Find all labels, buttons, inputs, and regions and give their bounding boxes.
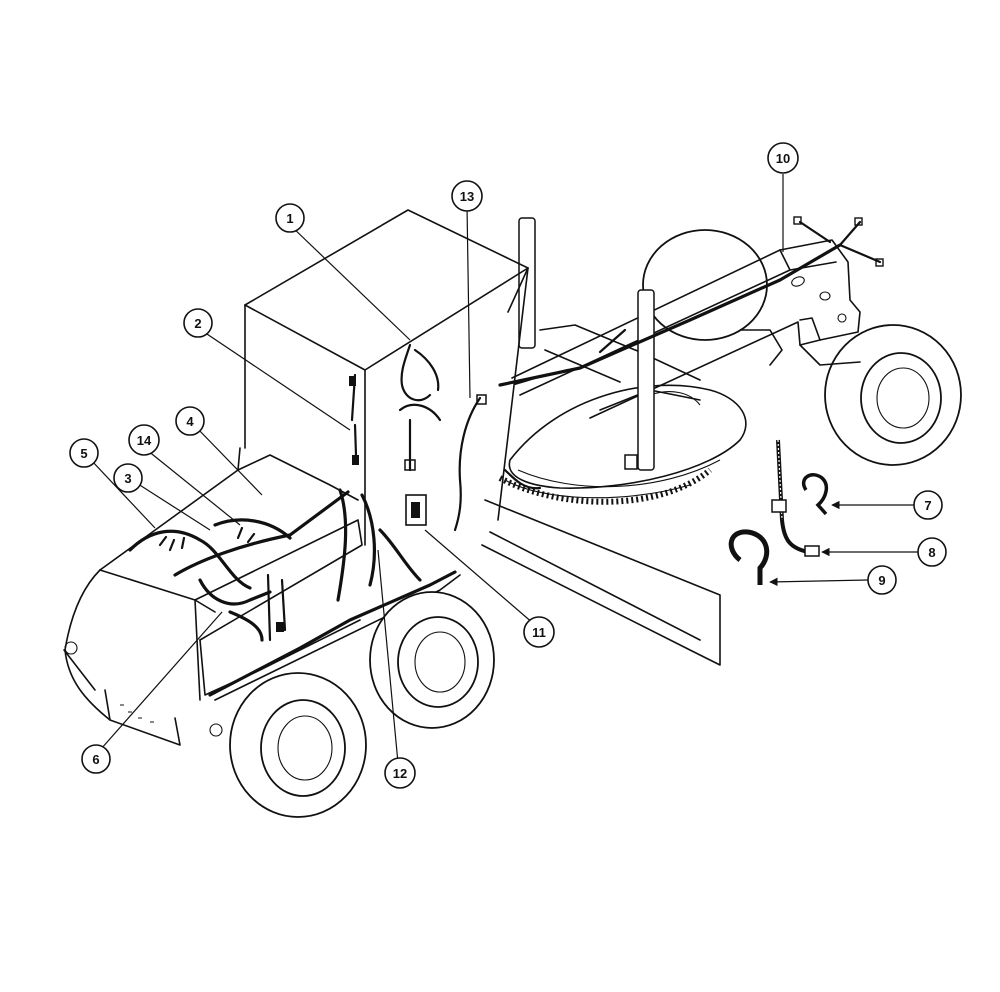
callout-8: 8	[917, 537, 947, 567]
callout-9-label: 9	[878, 573, 885, 588]
callout-6: 6	[81, 744, 111, 774]
callout-1: 1	[275, 203, 305, 233]
callout-14: 14	[128, 424, 160, 456]
callout-14-label: 14	[137, 433, 152, 448]
callout-4: 4	[175, 406, 205, 436]
callout-2: 2	[183, 308, 213, 338]
callout-6-label: 6	[92, 752, 99, 767]
tandem-tire-front	[229, 672, 367, 818]
cable-tie-long	[771, 439, 820, 557]
callout-3: 3	[113, 463, 143, 493]
tandem-tire-rear	[369, 591, 495, 729]
callout-12: 12	[384, 757, 416, 789]
callout-11-label: 11	[532, 625, 546, 640]
leader-lines	[90, 174, 918, 764]
moldboard-blade	[481, 499, 721, 666]
callout-13-label: 13	[460, 189, 474, 204]
callout-7-label: 7	[924, 498, 931, 513]
harness-cab-interior	[349, 343, 442, 465]
front-tire-right	[824, 324, 962, 466]
callout-10: 10	[767, 142, 799, 174]
callout-5-label: 5	[80, 446, 87, 461]
callout-7: 7	[913, 490, 943, 520]
callout-5: 5	[69, 438, 99, 468]
harness-engine	[128, 490, 457, 697]
cab-outline	[244, 209, 529, 546]
callout-8-label: 8	[928, 545, 935, 560]
callout-1-label: 1	[286, 211, 293, 226]
p-clamp-large	[728, 529, 770, 585]
callout-2-label: 2	[194, 316, 201, 331]
callout-4-label: 4	[186, 414, 194, 429]
harness-main-frame	[453, 216, 884, 532]
callout-9: 9	[867, 565, 897, 595]
harness-cab-post	[336, 418, 427, 602]
p-clamp-small	[801, 473, 829, 516]
callout-11: 11	[523, 616, 555, 648]
circle-teeth	[498, 467, 712, 505]
callout-12-label: 12	[393, 766, 407, 781]
callout-10-label: 10	[776, 151, 790, 166]
callout-13: 13	[451, 180, 483, 212]
callout-3-label: 3	[124, 471, 131, 486]
